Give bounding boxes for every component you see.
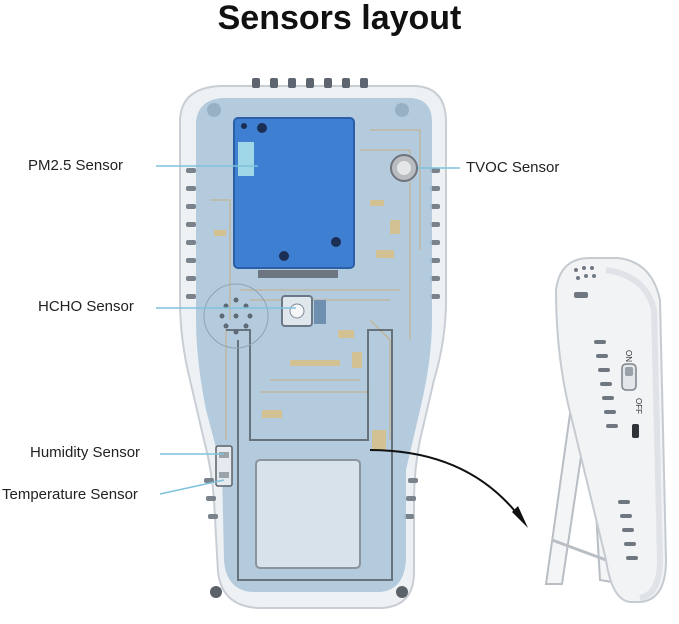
tvoc-sensor [390,154,418,182]
screw-bottom-left [210,586,222,598]
screw-bottom-right [396,586,408,598]
switch-off-label: OFF [634,398,643,414]
right-vents [404,168,440,519]
hcho-sensor-label: HCHO Sensor [38,298,134,315]
kickstand-outline [226,329,393,581]
switch-on-label: ON [624,350,633,362]
battery-cover [255,459,361,569]
pm25-sensor-module [233,117,355,278]
usb-port [632,424,639,438]
page-title: Sensors layout [217,0,462,37]
tvoc-sensor-label: TVOC Sensor [466,159,560,176]
humidity-sensor-label: Humidity Sensor [30,444,141,461]
humidity-temperature-sensor [215,445,233,487]
pm25-sensor-label: PM2.5 Sensor [28,157,124,174]
temperature-sensor-label: Temperature Sensor [2,486,138,503]
kickstand-arrow [369,449,528,528]
side-device: ON OFF [544,257,668,603]
left-vents [186,168,218,519]
hcho-sensor [281,295,326,327]
top-vents [252,78,368,88]
leader-lines [156,165,460,495]
